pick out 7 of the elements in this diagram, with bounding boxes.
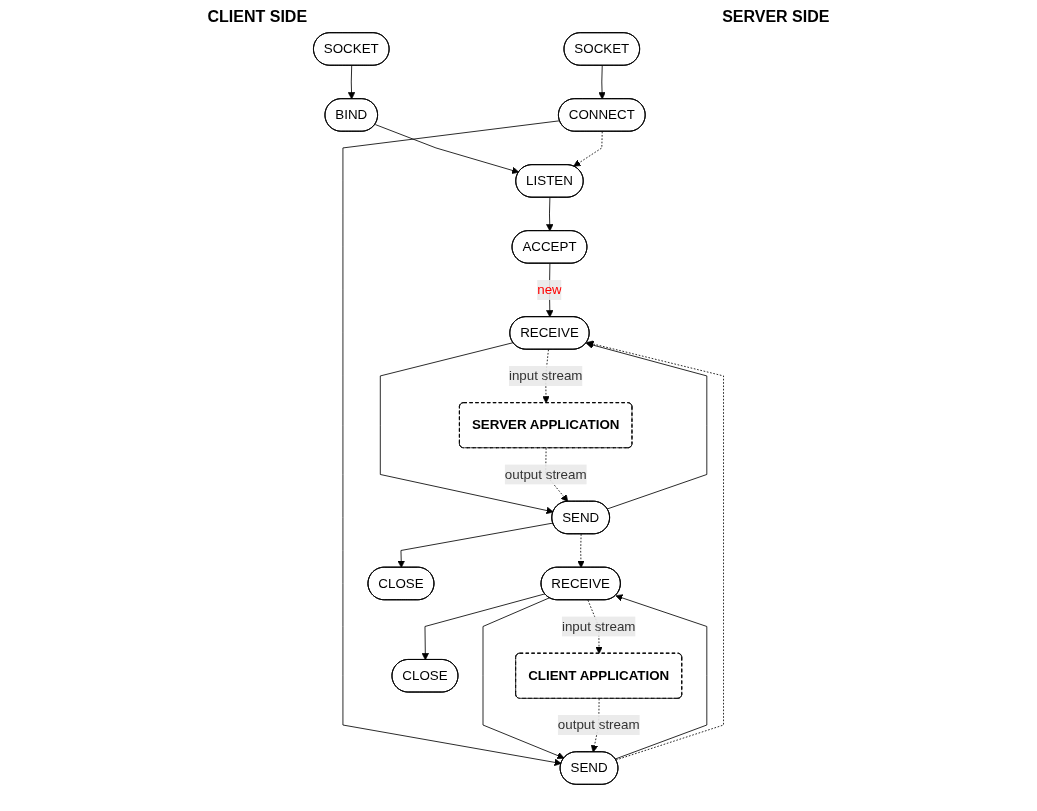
column-heading: CLIENT SIDE bbox=[207, 8, 308, 26]
column-heading: SERVER SIDE bbox=[722, 8, 830, 26]
edge-label: output stream bbox=[557, 717, 640, 732]
edge-label: new bbox=[537, 282, 562, 297]
edge-label: output stream bbox=[504, 466, 587, 482]
edge-label: input stream bbox=[508, 368, 583, 383]
edge-label: input stream bbox=[561, 618, 636, 634]
